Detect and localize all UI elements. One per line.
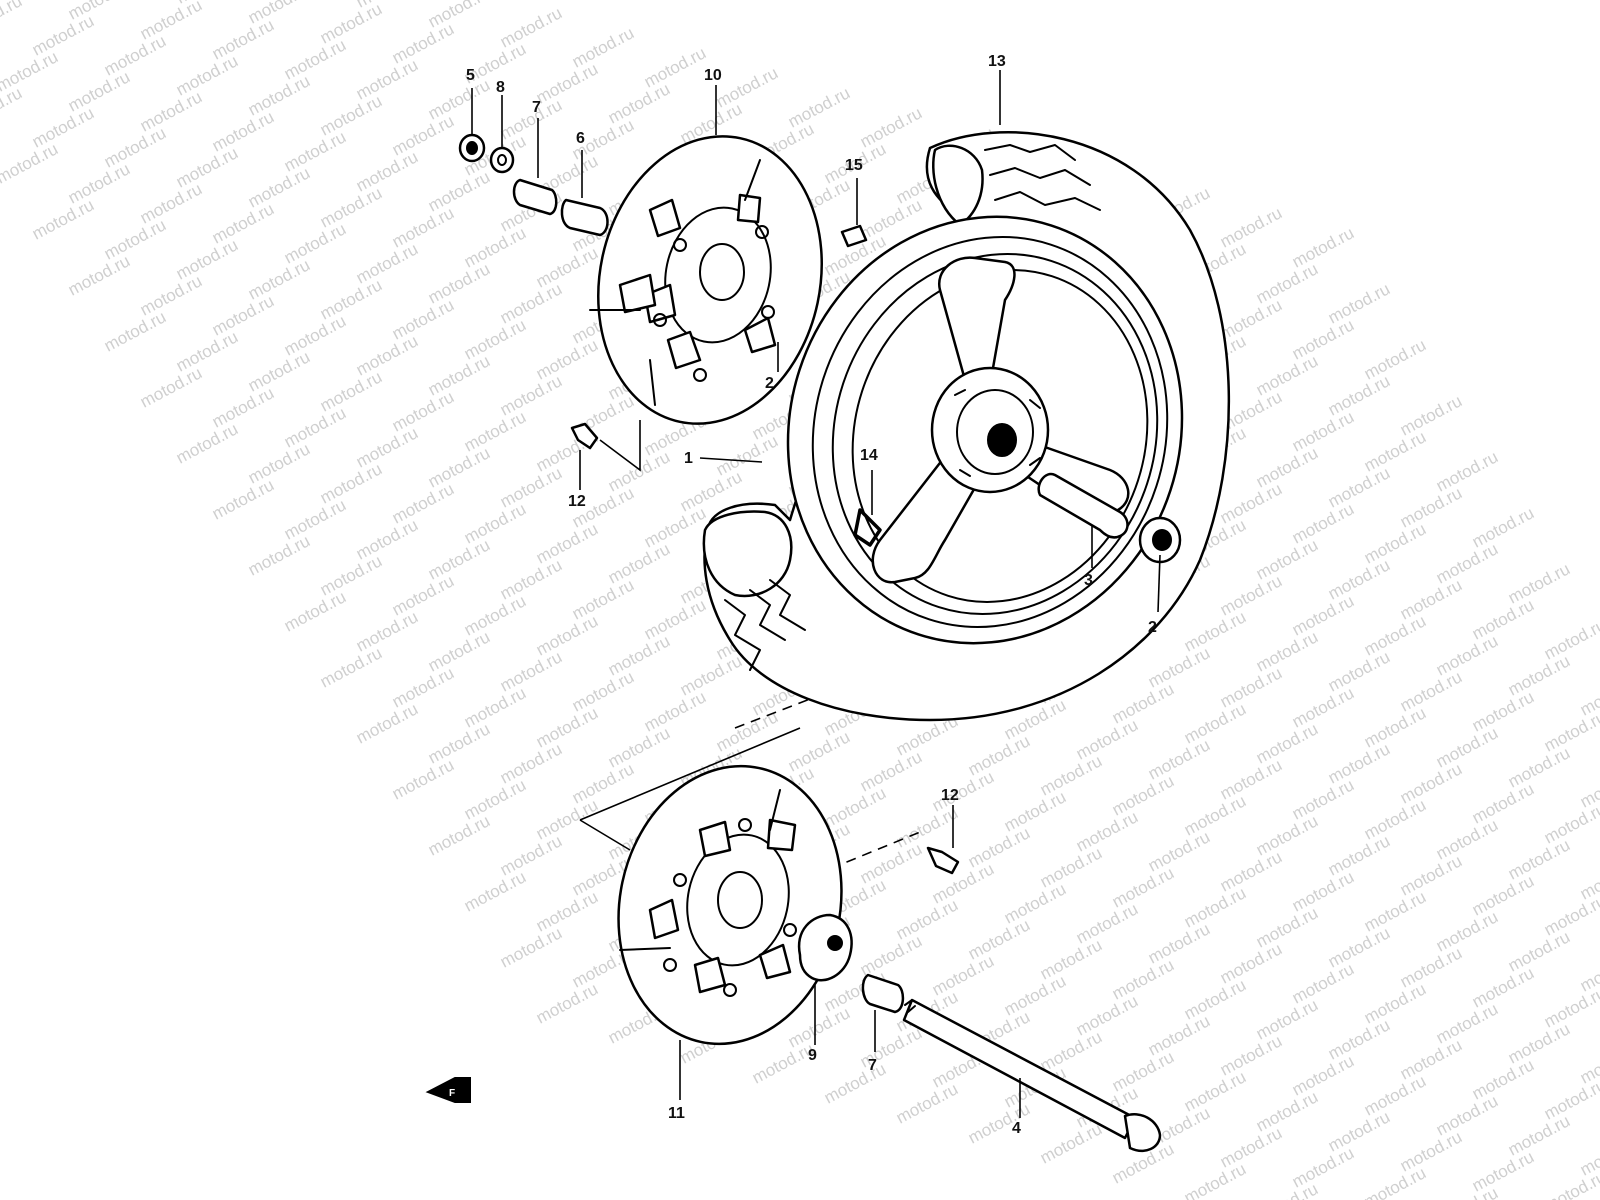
callout-2-upper: 2	[765, 375, 774, 392]
callout-10: 10	[704, 67, 722, 84]
tire-cutaway-top	[932, 144, 984, 227]
callout-5: 5	[466, 67, 475, 84]
callout-2-lower: 2	[1148, 619, 1157, 636]
collar	[560, 198, 609, 237]
tread-bottom	[724, 579, 806, 671]
axle-spacer-lower	[861, 973, 905, 1014]
front-direction-label: F	[449, 1088, 455, 1099]
leader-12a	[579, 420, 641, 490]
callout-4: 4	[1012, 1120, 1021, 1137]
spoke-top	[937, 256, 1016, 387]
rim-inner	[851, 269, 1149, 603]
callout-14: 14	[860, 447, 878, 464]
wheel-assembly	[702, 131, 1231, 722]
tire-cutaway-bottom	[702, 510, 793, 598]
axle-nut	[458, 133, 486, 163]
front-axle	[902, 998, 1162, 1152]
disc-bolt-lower	[926, 846, 960, 875]
bearing-right	[1138, 516, 1182, 564]
leader-2b	[1157, 554, 1161, 613]
speedometer-gearbox	[797, 913, 853, 982]
callout-8: 8	[496, 79, 505, 96]
disc-bolt-upper	[570, 422, 599, 450]
spoke-left-bottom	[871, 448, 987, 584]
callout-3: 3	[1084, 572, 1093, 589]
assembly-bracket-top	[579, 727, 801, 851]
callout-15: 15	[845, 157, 863, 174]
callout-6: 6	[576, 130, 585, 147]
callout-7-lower: 7	[868, 1057, 877, 1074]
rim-lip-1	[811, 235, 1169, 629]
callout-11: 11	[668, 1105, 685, 1122]
hub-bolt-ring	[954, 389, 1041, 477]
spacer-upper	[512, 178, 558, 216]
callout-12-upper: 12	[568, 493, 586, 510]
brake-disc-lower	[617, 764, 843, 1046]
hub-flange	[956, 389, 1034, 475]
tread-top	[984, 144, 1101, 211]
callout-9: 9	[808, 1047, 817, 1064]
rim-lip-2	[831, 252, 1159, 616]
washer	[489, 146, 515, 174]
hub-bore	[987, 423, 1017, 457]
balance-weight	[840, 224, 868, 248]
callout-7-upper: 7	[532, 99, 541, 116]
valve-stem	[853, 508, 882, 547]
axle-spacer	[1037, 472, 1129, 539]
callout-13: 13	[988, 53, 1006, 70]
callout-1: 1	[684, 450, 693, 467]
brake-disc-upper	[589, 135, 823, 425]
callout-12-lower: 12	[941, 787, 959, 804]
leader-1	[699, 457, 763, 463]
front-direction-arrow-icon: F	[425, 1077, 471, 1103]
